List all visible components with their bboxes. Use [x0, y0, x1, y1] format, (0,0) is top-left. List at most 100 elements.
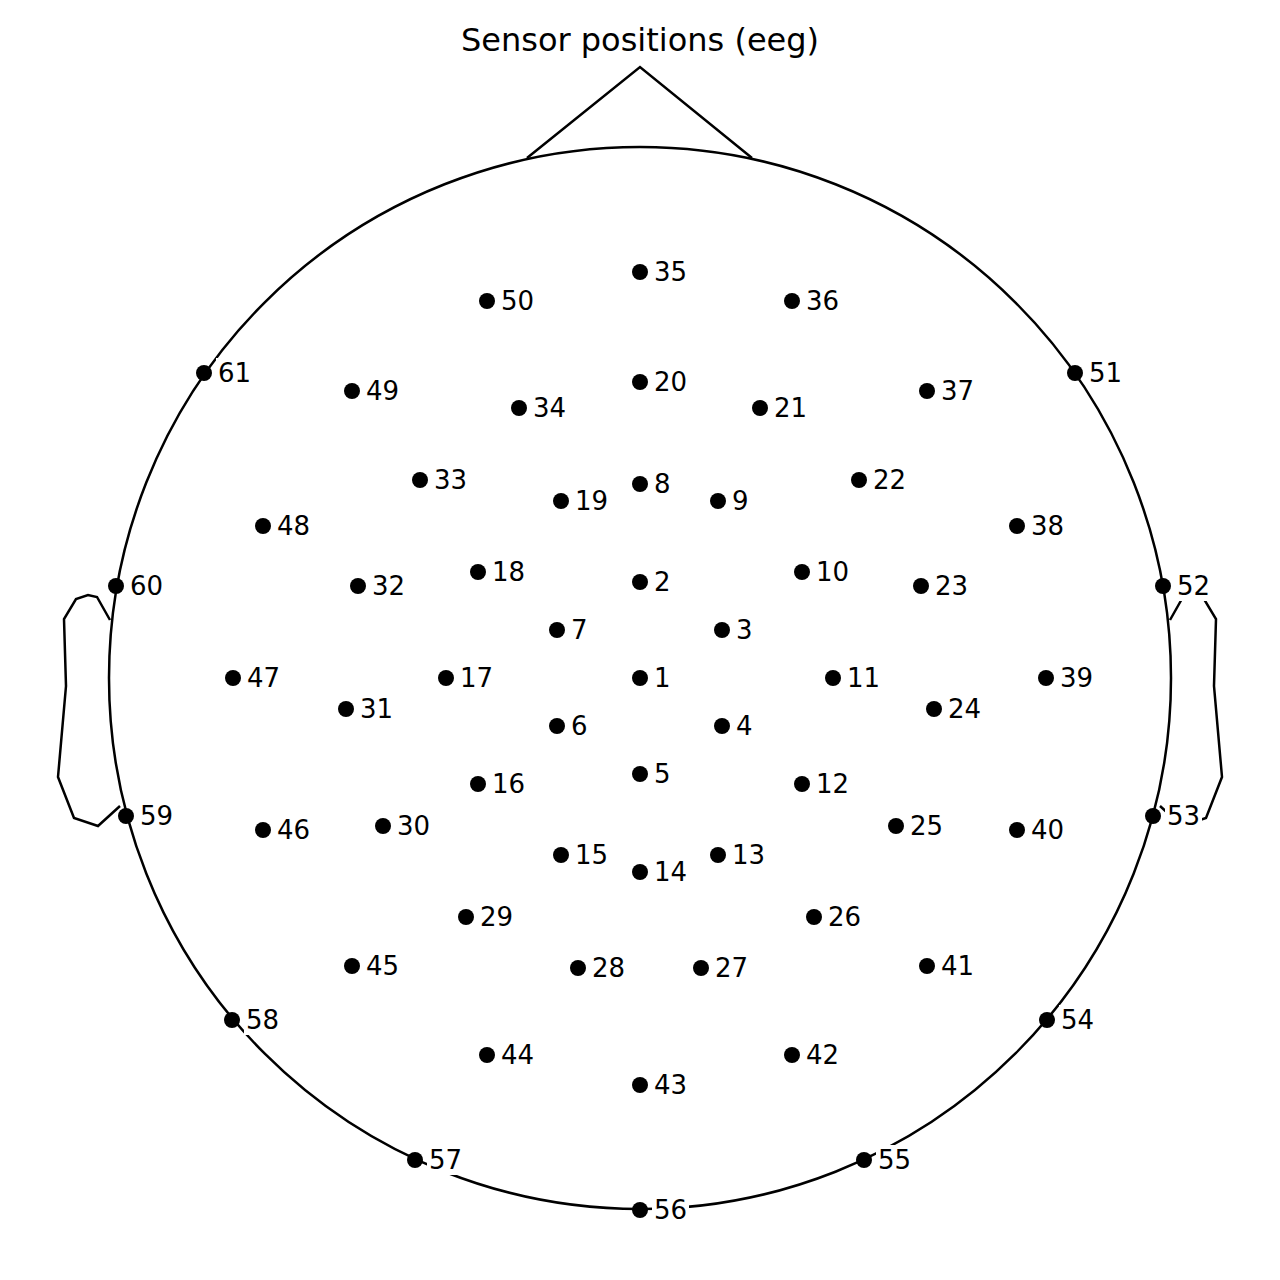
- channel-label: 55: [876, 1145, 913, 1175]
- sensor-dot: [344, 383, 360, 399]
- sensor-dot: [926, 701, 942, 717]
- sensor-dot: [1039, 1012, 1055, 1028]
- channel-label: 26: [826, 902, 863, 932]
- sensor-dot: [458, 909, 474, 925]
- channel-label: 37: [939, 376, 976, 406]
- sensor-dot: [710, 847, 726, 863]
- sensor-dot: [479, 293, 495, 309]
- channel-label: 32: [370, 571, 407, 601]
- sensor-dot: [255, 518, 271, 534]
- head-circle: [109, 147, 1171, 1209]
- channel-label: 6: [569, 711, 590, 741]
- channel-label: 19: [573, 486, 610, 516]
- sensor-dot: [470, 776, 486, 792]
- channel-label: 39: [1058, 663, 1095, 693]
- sensor-dot: [919, 958, 935, 974]
- sensor-dot: [752, 400, 768, 416]
- sensor-dot: [913, 578, 929, 594]
- sensor-dot: [710, 493, 726, 509]
- sensor-dot: [632, 264, 648, 280]
- left-ear: [58, 595, 120, 826]
- channel-label: 14: [652, 857, 689, 887]
- sensor-dot: [794, 564, 810, 580]
- sensor-dot: [350, 578, 366, 594]
- sensor-dot: [375, 818, 391, 834]
- sensor-dot: [856, 1152, 872, 1168]
- channel-label: 3: [734, 615, 755, 645]
- channel-label: 51: [1087, 358, 1124, 388]
- sensor-dot: [632, 766, 648, 782]
- channel-label: 8: [652, 469, 673, 499]
- sensor-dot: [479, 1047, 495, 1063]
- channel-label: 11: [845, 663, 882, 693]
- sensor-dot: [344, 958, 360, 974]
- sensor-dot: [714, 622, 730, 638]
- sensor-dot: [1009, 518, 1025, 534]
- channel-label: 18: [490, 557, 527, 587]
- sensor-dot: [549, 718, 565, 734]
- sensor-dot: [693, 960, 709, 976]
- sensor-dot: [851, 472, 867, 488]
- sensor-dot: [511, 400, 527, 416]
- channel-label: 59: [138, 801, 175, 831]
- channel-label: 20: [652, 367, 689, 397]
- sensor-dot: [784, 1047, 800, 1063]
- channel-label: 58: [244, 1005, 281, 1035]
- channel-label: 49: [364, 376, 401, 406]
- channel-label: 43: [652, 1070, 689, 1100]
- channel-label: 12: [814, 769, 851, 799]
- sensor-dot: [470, 564, 486, 580]
- channel-label: 47: [245, 663, 282, 693]
- sensor-dot: [1155, 578, 1171, 594]
- channel-label: 31: [358, 694, 395, 724]
- channel-label: 56: [652, 1195, 689, 1225]
- channel-label: 38: [1029, 511, 1066, 541]
- channel-label: 13: [730, 840, 767, 870]
- channel-label: 35: [652, 257, 689, 287]
- plot-title: Sensor positions (eeg): [0, 20, 1280, 60]
- sensor-dot: [632, 864, 648, 880]
- channel-label: 52: [1175, 571, 1212, 601]
- channel-label: 16: [490, 769, 527, 799]
- sensor-dot: [553, 493, 569, 509]
- sensor-dot: [118, 808, 134, 824]
- channel-label: 30: [395, 811, 432, 841]
- sensor-dot: [438, 670, 454, 686]
- sensor-dot: [919, 383, 935, 399]
- sensor-dot: [549, 622, 565, 638]
- sensor-dot: [224, 1012, 240, 1028]
- channel-label: 22: [871, 465, 908, 495]
- sensor-dot: [632, 670, 648, 686]
- channel-label: 54: [1059, 1005, 1096, 1035]
- channel-label: 7: [569, 615, 590, 645]
- sensor-dot: [255, 822, 271, 838]
- sensor-dot: [794, 776, 810, 792]
- sensor-dot: [108, 578, 124, 594]
- channel-label: 5: [652, 759, 673, 789]
- sensor-dot: [825, 670, 841, 686]
- channel-label: 53: [1165, 801, 1202, 831]
- channel-label: 42: [804, 1040, 841, 1070]
- channel-label: 27: [713, 953, 750, 983]
- channel-label: 50: [499, 286, 536, 316]
- sensor-dot: [338, 701, 354, 717]
- sensor-dot: [1067, 365, 1083, 381]
- channel-label: 34: [531, 393, 568, 423]
- sensor-dot: [632, 476, 648, 492]
- channel-label: 1: [652, 663, 673, 693]
- sensor-dot: [412, 472, 428, 488]
- channel-label: 48: [275, 511, 312, 541]
- channel-label: 29: [478, 902, 515, 932]
- sensor-dot: [1038, 670, 1054, 686]
- sensor-dot: [225, 670, 241, 686]
- right-ear: [1160, 595, 1222, 826]
- sensor-dot: [553, 847, 569, 863]
- channel-label: 2: [652, 567, 673, 597]
- channel-label: 33: [432, 465, 469, 495]
- channel-label: 24: [946, 694, 983, 724]
- sensor-dots: [108, 264, 1171, 1218]
- channel-label: 61: [216, 358, 253, 388]
- channel-label: 17: [458, 663, 495, 693]
